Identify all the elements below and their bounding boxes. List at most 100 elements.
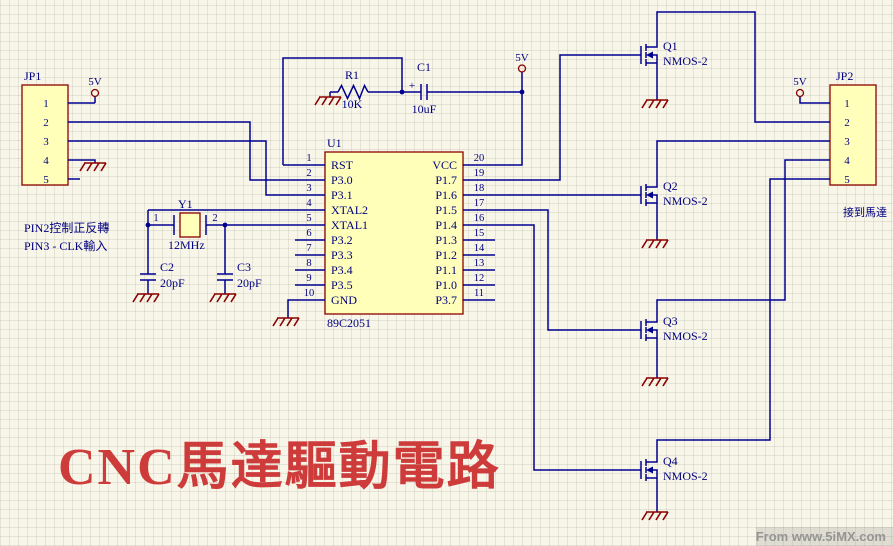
q3-transistor: Q3 NMOS-2 <box>630 310 708 350</box>
capacitor-plates <box>217 273 233 281</box>
pin-number: 2 <box>306 168 311 179</box>
transistor-type: NMOS-2 <box>663 329 708 343</box>
capacitor-ref: C3 <box>237 260 251 274</box>
pin-number: 1 <box>844 98 850 110</box>
pin-number: 20 <box>474 153 485 164</box>
jp1-connector: JP1 1 2 3 4 5 <box>24 69 49 186</box>
junction-dot <box>145 222 151 228</box>
crystal-ref: Y1 <box>178 197 193 211</box>
power-circle <box>90 88 100 98</box>
connector-ref: JP2 <box>836 69 853 83</box>
transistor-ref: Q2 <box>663 179 678 193</box>
junction-dot <box>519 89 525 95</box>
power-5v-vcc: 5V <box>515 52 529 73</box>
ground-symbol <box>641 99 669 109</box>
nmos-arrow <box>646 326 653 334</box>
transistor-type: NMOS-2 <box>663 194 708 208</box>
ground-symbol <box>641 511 669 521</box>
ground-symbol <box>209 293 237 303</box>
capacitor-value: 10uF <box>412 102 437 116</box>
pin-name: P1.3 <box>435 233 457 247</box>
transistor-type: NMOS-2 <box>663 54 708 68</box>
q4-transistor: Q4 NMOS-2 <box>630 450 708 490</box>
c2-capacitor: C2 20pF <box>140 260 185 290</box>
r1-resistor: R1 10K <box>337 68 369 111</box>
pin-name: P3.1 <box>331 188 353 202</box>
ground-symbol <box>641 239 669 249</box>
jp2-connector: JP2 1 2 3 4 5 <box>836 69 853 186</box>
u1-chip: U1 89C2051 RST P3.0 P3.1 XTAL2 XTAL1 P3.… <box>304 136 485 330</box>
pin-number: 6 <box>306 228 311 239</box>
power-circle <box>795 88 805 98</box>
pin-name: P3.3 <box>331 248 353 262</box>
capacitor-plates <box>140 273 156 281</box>
pin-name: P3.2 <box>331 233 353 247</box>
power-label: 5V <box>793 76 807 88</box>
ground-symbol <box>314 96 342 106</box>
chip-ref: U1 <box>327 136 342 150</box>
note-pin3-clk: PIN3 - CLK輸入 <box>24 238 107 253</box>
note-pin2-control: PIN2控制正反轉 <box>24 221 109 235</box>
pin-number: 4 <box>844 155 850 167</box>
power-5v-jp1: 5V <box>88 76 102 98</box>
pin-number: 19 <box>474 168 485 179</box>
pin-name: P1.7 <box>435 173 457 187</box>
pin-number: 2 <box>844 117 850 129</box>
junction-dot <box>399 89 405 95</box>
transistor-ref: Q3 <box>663 314 678 328</box>
junction-dot <box>222 222 228 228</box>
crystal-pin2-number: 2 <box>212 213 217 224</box>
pin-number: 5 <box>43 174 49 186</box>
crystal-pin1-number: 1 <box>153 213 158 224</box>
ground-symbol <box>132 293 160 303</box>
resistor-value: 10K <box>342 97 363 111</box>
resistor-ref: R1 <box>345 68 359 82</box>
connector-ref: JP1 <box>24 69 41 83</box>
pin-number: 3 <box>844 136 850 148</box>
jp2-connector-body <box>829 84 877 186</box>
pin-number: 11 <box>474 288 484 299</box>
pin-name: P1.5 <box>435 203 457 217</box>
pin-number: 14 <box>474 243 485 254</box>
pin-number: 8 <box>306 258 311 269</box>
crystal-value: 12MHz <box>168 238 205 252</box>
pin-name: P3.5 <box>331 278 353 292</box>
pin-number: 5 <box>844 174 850 186</box>
q2-transistor: Q2 NMOS-2 <box>630 175 708 215</box>
resistor-zigzag <box>337 83 369 101</box>
crystal-plates <box>173 215 207 235</box>
nmos-arrow <box>646 191 653 199</box>
pin-name: P3.4 <box>331 263 353 277</box>
power-label: 5V <box>88 76 102 88</box>
schematic-title: CNC馬達驅動電路 <box>58 438 501 496</box>
pin-name: P3.0 <box>331 173 353 187</box>
pin-name: GND <box>331 293 357 307</box>
pin-number: 13 <box>474 258 485 269</box>
transistor-type: NMOS-2 <box>663 469 708 483</box>
pin-number: 5 <box>306 213 311 224</box>
watermark-text: From www.5iMX.com <box>756 529 886 544</box>
pin-number: 1 <box>306 153 311 164</box>
nmos-arrow <box>646 51 653 59</box>
pin-name: P1.2 <box>435 248 457 262</box>
pin-number: 9 <box>306 273 311 284</box>
power-circle <box>517 64 527 73</box>
capacitor-ref: C2 <box>160 260 174 274</box>
capacitor-value: 20pF <box>237 276 262 290</box>
u1-chip-body <box>324 151 464 315</box>
ground-symbol <box>641 377 669 387</box>
pin-number: 4 <box>306 198 312 209</box>
note-motor: 接到馬達 <box>843 206 887 219</box>
pin-number: 3 <box>43 136 49 148</box>
ground-symbol <box>272 317 300 327</box>
capacitor-value: 20pF <box>160 276 185 290</box>
pin-name: XTAL1 <box>331 218 368 232</box>
q1-transistor: Q1 NMOS-2 <box>630 35 708 75</box>
pin-number: 15 <box>474 228 485 239</box>
transistor-ref: Q1 <box>663 39 678 53</box>
crystal-body <box>179 212 201 238</box>
nmos-arrow <box>646 466 653 474</box>
pin-name: VCC <box>432 158 457 172</box>
pin-number: 10 <box>304 288 315 299</box>
